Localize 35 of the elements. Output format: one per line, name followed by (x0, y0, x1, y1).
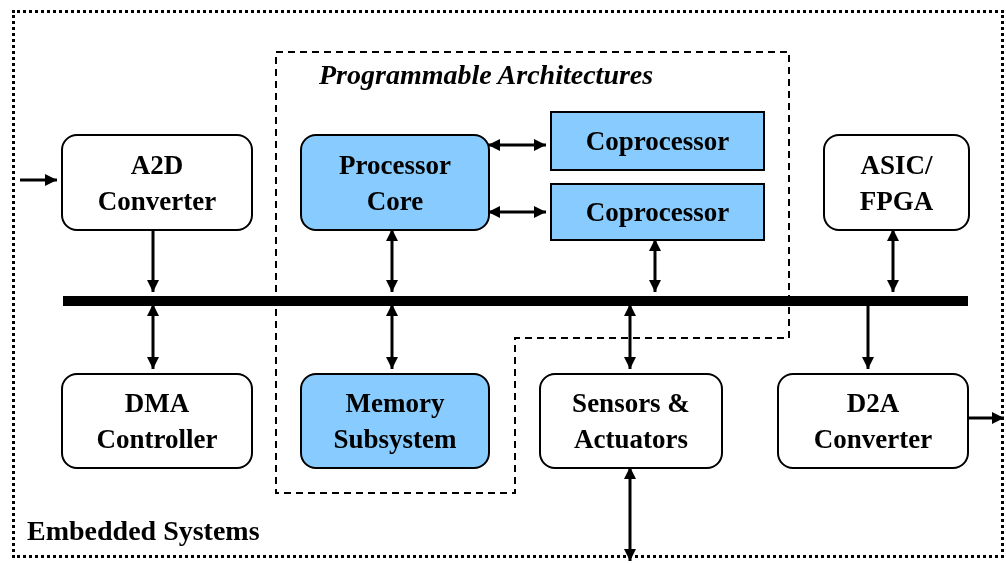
component-label: ASIC/ FPGA (858, 148, 935, 218)
component-label: Memory Subsystem (332, 387, 458, 456)
component-label: DMA Controller (95, 387, 219, 456)
component-label: Sensors & Actuators (571, 387, 691, 456)
component-label: Coprocessor (585, 125, 730, 158)
arrow (649, 239, 661, 292)
component-box (550, 111, 765, 171)
arrow (624, 467, 636, 561)
arrow (488, 139, 546, 151)
component-label: D2A Converter (812, 387, 934, 456)
component-box (300, 134, 490, 231)
arrow (887, 229, 899, 292)
component-box (61, 373, 253, 469)
boundary-title: Embedded Systems (27, 517, 260, 545)
component-box (61, 134, 253, 231)
component-box (823, 134, 970, 231)
arrow (386, 229, 398, 292)
arrow (147, 304, 159, 369)
component-label: Coprocessor (585, 196, 730, 229)
component-box (539, 373, 723, 469)
arrow (20, 174, 57, 186)
arrow (862, 304, 874, 369)
component-label: A2D Converter (96, 148, 218, 218)
component-box (550, 183, 765, 241)
arrow (147, 229, 159, 292)
component-label: Processor Core (338, 148, 452, 218)
group-title: Programmable Architectures (319, 61, 654, 89)
arrow (967, 412, 1004, 424)
arrow (386, 304, 398, 369)
component-box (777, 373, 969, 469)
system-boundary (12, 10, 1004, 558)
arrow (488, 206, 546, 218)
component-box (300, 373, 490, 469)
system-bus-bar (63, 296, 968, 306)
arrow (624, 304, 636, 369)
